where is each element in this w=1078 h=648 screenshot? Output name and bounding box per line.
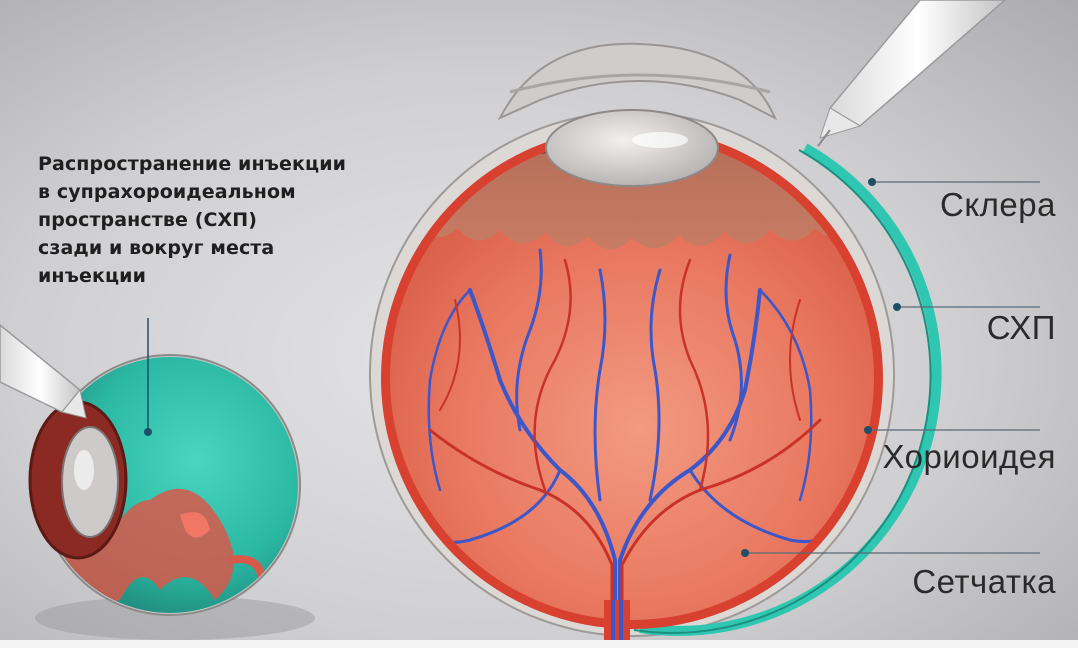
label-suprachoroidal-space: СХП [987, 309, 1056, 347]
label-sclera: Склера [940, 186, 1056, 224]
caption-line: пространстве (СХП) [38, 206, 378, 234]
caption-line: в супрахороидеальном [38, 178, 378, 206]
injection-caption: Распространение инъекции в супрахороидеа… [38, 150, 378, 290]
label-choroid: Хориоидея [882, 438, 1056, 476]
caption-line: Распространение инъекции [38, 150, 378, 178]
caption-line: инъекции [38, 262, 378, 290]
label-retina: Сетчатка [912, 563, 1056, 601]
caption-line: сзади и вокруг места [38, 234, 378, 262]
lens [546, 110, 718, 186]
